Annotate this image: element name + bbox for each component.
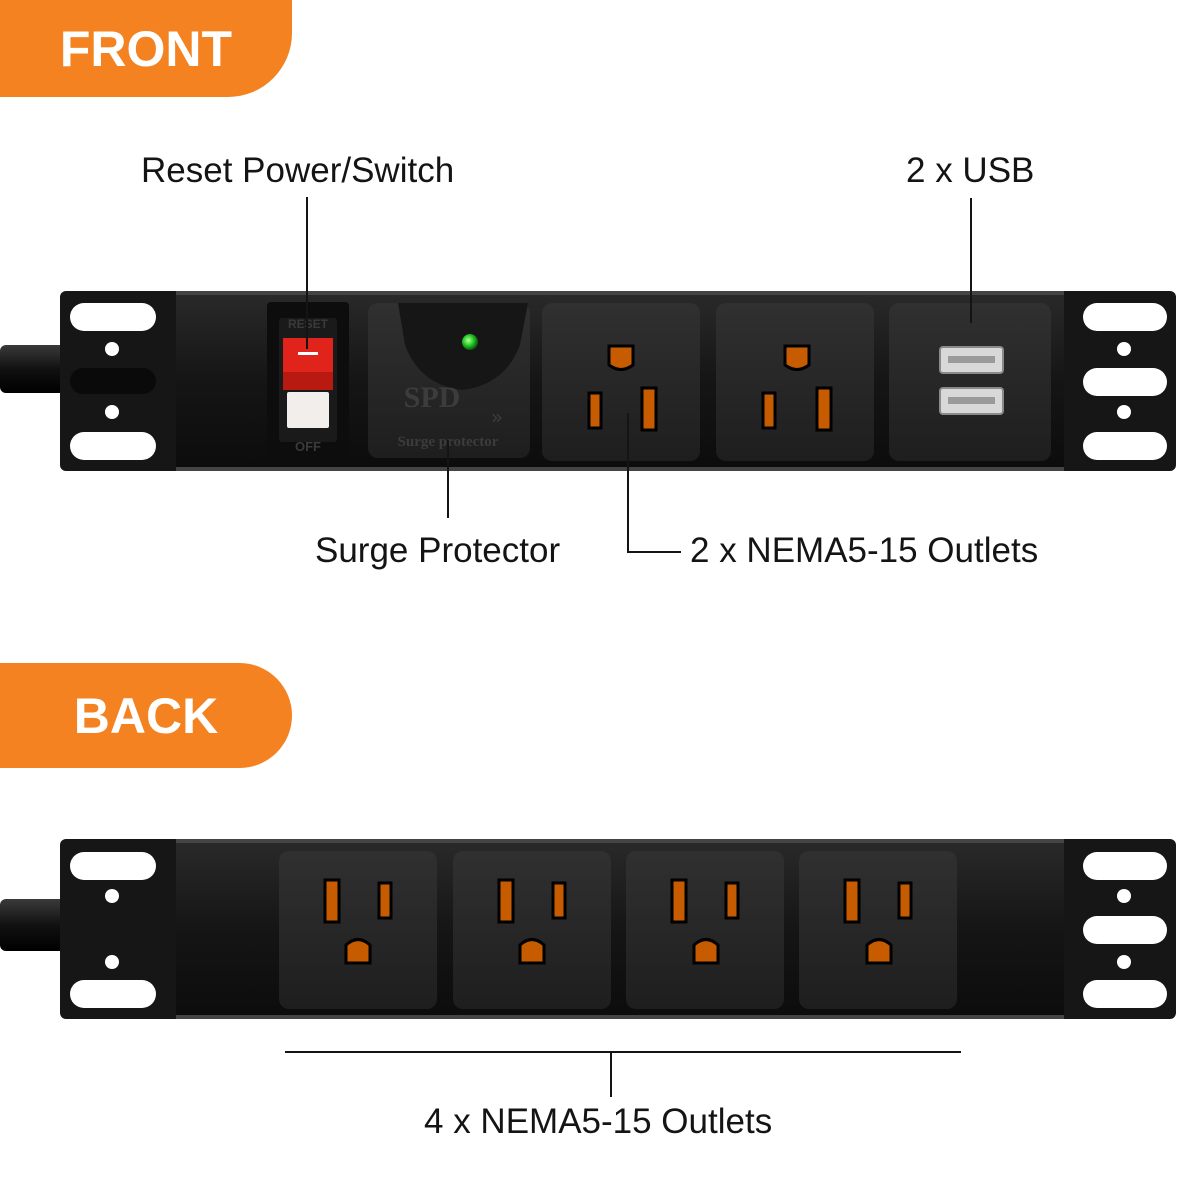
back-outlet-2[interactable]: [453, 851, 611, 1009]
callout-reset-switch: Reset Power/Switch: [141, 151, 455, 190]
leader-line-usb: [970, 198, 972, 323]
usb-module: [889, 303, 1051, 461]
indicator-led-icon: [462, 334, 478, 350]
usb-port-icon[interactable]: [939, 346, 1004, 374]
leader-line-back-outlets-vertical: [610, 1051, 612, 1097]
callout-front-outlets: 2 x NEMA5-15 Outlets: [690, 531, 1039, 570]
callout-usb: 2 x USB: [906, 151, 1035, 190]
mounting-bracket-right-front: [1058, 291, 1176, 471]
back-outlet-1[interactable]: [279, 851, 437, 1009]
leader-line-front-outlets-horizontal: [627, 551, 681, 553]
back-section-tag: BACK: [0, 663, 292, 768]
callout-surge-protector: Surge Protector: [315, 531, 561, 570]
back-outlet-4[interactable]: [799, 851, 957, 1009]
chevron-right-icon: »: [491, 405, 503, 429]
leader-line-reset: [306, 197, 308, 349]
back-unit: [0, 839, 1176, 1019]
front-outlet-2[interactable]: [716, 303, 874, 461]
leader-line-back-outlets-horizontal: [285, 1051, 961, 1053]
mounting-bracket-left-front: [60, 291, 182, 471]
front-unit: RESET OFF SPD » Surge protector: [0, 291, 1176, 471]
callout-back-outlets: 4 x NEMA5-15 Outlets: [424, 1102, 773, 1141]
mounting-bracket-right-back: [1058, 839, 1176, 1019]
leader-line-front-outlets-vertical: [627, 413, 629, 552]
front-outlet-1[interactable]: [542, 303, 700, 461]
switch-bottom-marking: OFF: [295, 439, 321, 454]
reset-switch[interactable]: RESET OFF: [267, 302, 349, 457]
mounting-bracket-left-back: [60, 839, 182, 1019]
back-outlet-3[interactable]: [626, 851, 784, 1009]
spd-marking: SPD: [404, 381, 461, 414]
leader-line-surge: [447, 440, 449, 518]
surge-protector-module: SPD » Surge protector: [368, 303, 530, 458]
front-section-tag: FRONT: [0, 0, 292, 97]
usb-port-icon[interactable]: [939, 387, 1004, 415]
switch-top-marking: RESET: [288, 317, 329, 331]
